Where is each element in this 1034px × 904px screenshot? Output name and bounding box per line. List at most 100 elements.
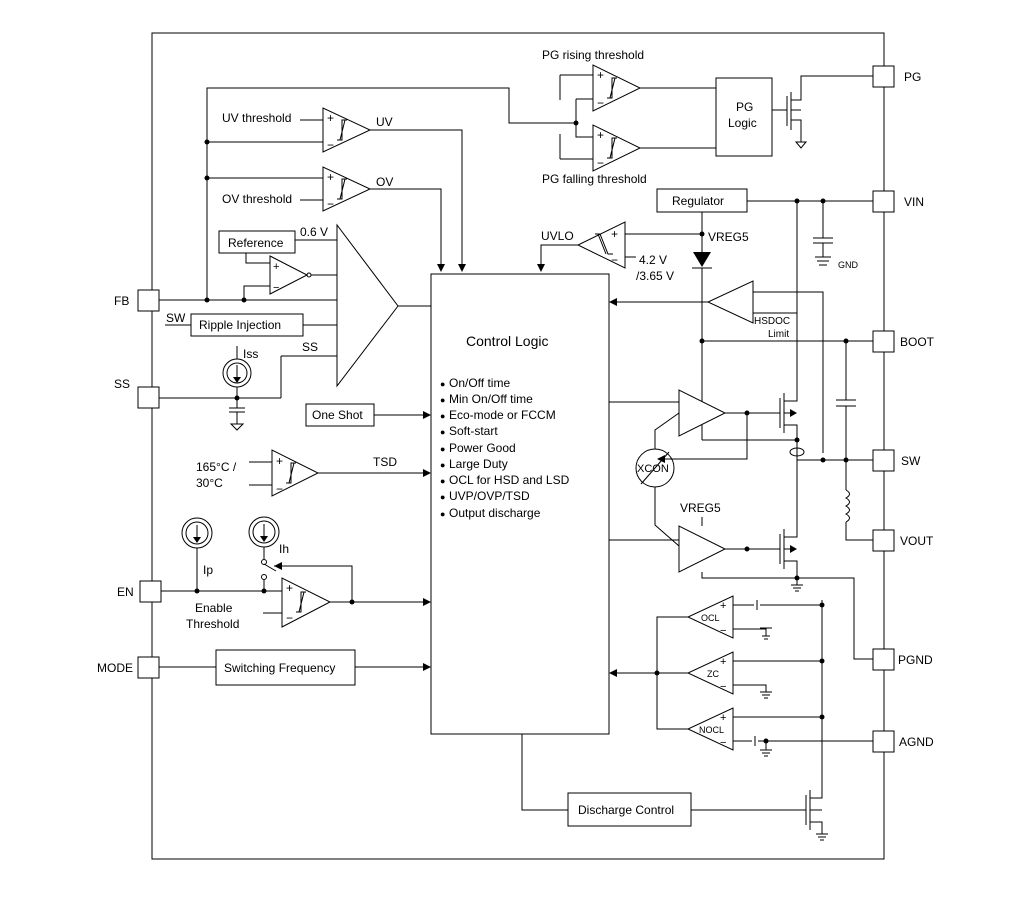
svg-text:One Shot: One Shot: [312, 408, 363, 422]
pin-boot: BOOT: [872, 330, 935, 353]
pin-sw-label: SW: [901, 454, 921, 468]
svg-text:●: ●: [440, 411, 445, 421]
ih-label: Ih: [279, 542, 289, 556]
svg-text:Ripple Injection: Ripple Injection: [199, 318, 281, 332]
pg-falling-comparator: + −: [592, 124, 642, 172]
svg-text:+: +: [597, 68, 604, 82]
svg-text:+: +: [720, 712, 726, 724]
xcon-block: XCON: [635, 448, 675, 488]
nocl-comparator: + − NOCL: [686, 707, 734, 751]
pin-agnd-label: AGND: [899, 735, 934, 749]
output-inductor: [844, 460, 873, 541]
svg-text:UVP/OVP/TSD: UVP/OVP/TSD: [449, 489, 530, 503]
pin-mode: MODE: [97, 656, 160, 679]
vreg5-label-top: VREG5: [708, 230, 749, 244]
svg-text:●: ●: [440, 427, 445, 437]
uv-threshold-label: UV threshold: [222, 111, 291, 125]
vreg5-label-low: VREG5: [680, 501, 721, 515]
svg-text:+: +: [327, 170, 334, 184]
feature-item: ●OCL for HSD and LSD: [440, 473, 570, 487]
svg-text:−: −: [327, 138, 334, 152]
svg-text:OCL for HSD and LSD: OCL for HSD and LSD: [449, 473, 570, 487]
svg-text:ZC: ZC: [707, 669, 719, 679]
en-comparator: + −: [281, 577, 332, 628]
svg-text:Soft-start: Soft-start: [449, 424, 498, 438]
svg-text:−: −: [720, 625, 726, 637]
pin-en-label: EN: [117, 585, 134, 599]
limit-label: Limit: [768, 329, 789, 340]
control-logic-title: Control Logic: [466, 333, 549, 349]
feature-item: ●Eco-mode or FCCM: [440, 408, 556, 422]
chip-outline: [151, 32, 885, 860]
pin-ss: SS: [114, 377, 160, 409]
svg-text:●: ●: [440, 444, 445, 454]
pin-boot-label: BOOT: [900, 335, 935, 349]
pin-vout: VOUT: [872, 529, 934, 552]
pin-vin: VIN: [872, 190, 924, 213]
pin-pg-label: PG: [904, 70, 921, 84]
svg-text:−: −: [611, 253, 618, 267]
discharge-control-block: Discharge Control: [567, 792, 692, 827]
uv-comparator: + −: [322, 107, 372, 153]
pin-vin-label: VIN: [904, 195, 924, 209]
pg-falling-label: PG falling threshold: [542, 172, 647, 186]
pin-mode-label: MODE: [97, 661, 133, 675]
svg-text:●: ●: [440, 460, 445, 470]
svg-text:Regulator: Regulator: [672, 194, 724, 208]
svg-text:PG: PG: [736, 100, 753, 114]
svg-text:●: ●: [440, 509, 445, 519]
ripple-injection-block: Ripple Injection: [190, 313, 304, 337]
svg-text:−: −: [597, 156, 604, 170]
uv-label: UV: [376, 115, 393, 129]
svg-text:−: −: [597, 96, 604, 110]
svg-text:Logic: Logic: [728, 116, 757, 130]
ref-voltage-label: 0.6 V: [300, 225, 328, 239]
reference-block: Reference: [218, 230, 296, 254]
svg-text:+: +: [327, 111, 334, 125]
feature-item: ●On/Off time: [440, 376, 510, 390]
uvlo-label: UVLO: [541, 229, 574, 243]
svg-text:−: −: [720, 681, 726, 693]
regulator-block: Regulator: [656, 188, 748, 213]
pin-sw: SW: [872, 449, 921, 472]
zc-comparator: + − ZC: [686, 651, 734, 695]
ocl-comparator: + − OCL: [686, 595, 734, 639]
ip-label: Ip: [203, 563, 213, 577]
ih-current-source: [248, 516, 280, 548]
current-sense-icon: [789, 447, 805, 457]
ov-threshold-label: OV threshold: [222, 192, 292, 206]
iss-current-source: [222, 346, 252, 388]
one-shot-block: One Shot: [305, 403, 375, 427]
uvlo-thr-label-2: /3.65 V: [636, 269, 674, 283]
feature-item: ● Soft-start: [440, 424, 498, 438]
feature-item: ●UVP/OVP/TSD: [440, 489, 530, 503]
control-logic-features: ●On/Off time ●Min On/Off time ●Eco-mode …: [440, 376, 570, 520]
pin-fb: FB: [114, 289, 160, 312]
gnd-label: GND: [838, 260, 859, 270]
hsdoc-label: HSDOC: [754, 316, 790, 327]
feature-item: ● Power Good: [440, 441, 516, 455]
svg-text:Reference: Reference: [228, 236, 284, 250]
pg-rising-label: PG rising threshold: [542, 48, 644, 62]
svg-text:Discharge Control: Discharge Control: [578, 803, 674, 817]
svg-text:Output discharge: Output discharge: [449, 506, 541, 520]
ov-label: OV: [376, 175, 393, 189]
svg-text:+: +: [276, 454, 283, 468]
enable-label-2: Threshold: [186, 617, 239, 631]
pin-ss-label: SS: [114, 377, 130, 391]
low-side-driver: [678, 525, 727, 573]
pin-en: EN: [117, 580, 162, 603]
feature-item: ●Large Duty: [440, 457, 508, 471]
svg-text:OCL: OCL: [701, 613, 720, 623]
svg-text:●: ●: [440, 395, 445, 405]
svg-text:On/Off time: On/Off time: [449, 376, 510, 390]
feature-item: ●Min On/Off time: [440, 392, 533, 406]
svg-text:Power Good: Power Good: [449, 441, 516, 455]
tsd-label: TSD: [373, 455, 397, 469]
pin-pg: PG: [872, 65, 921, 88]
svg-text:−: −: [286, 611, 293, 625]
pwm-comparator: [336, 223, 399, 388]
svg-text:+: +: [597, 128, 604, 142]
svg-text:+: +: [273, 261, 279, 273]
tsd-comparator: + −: [271, 449, 320, 497]
